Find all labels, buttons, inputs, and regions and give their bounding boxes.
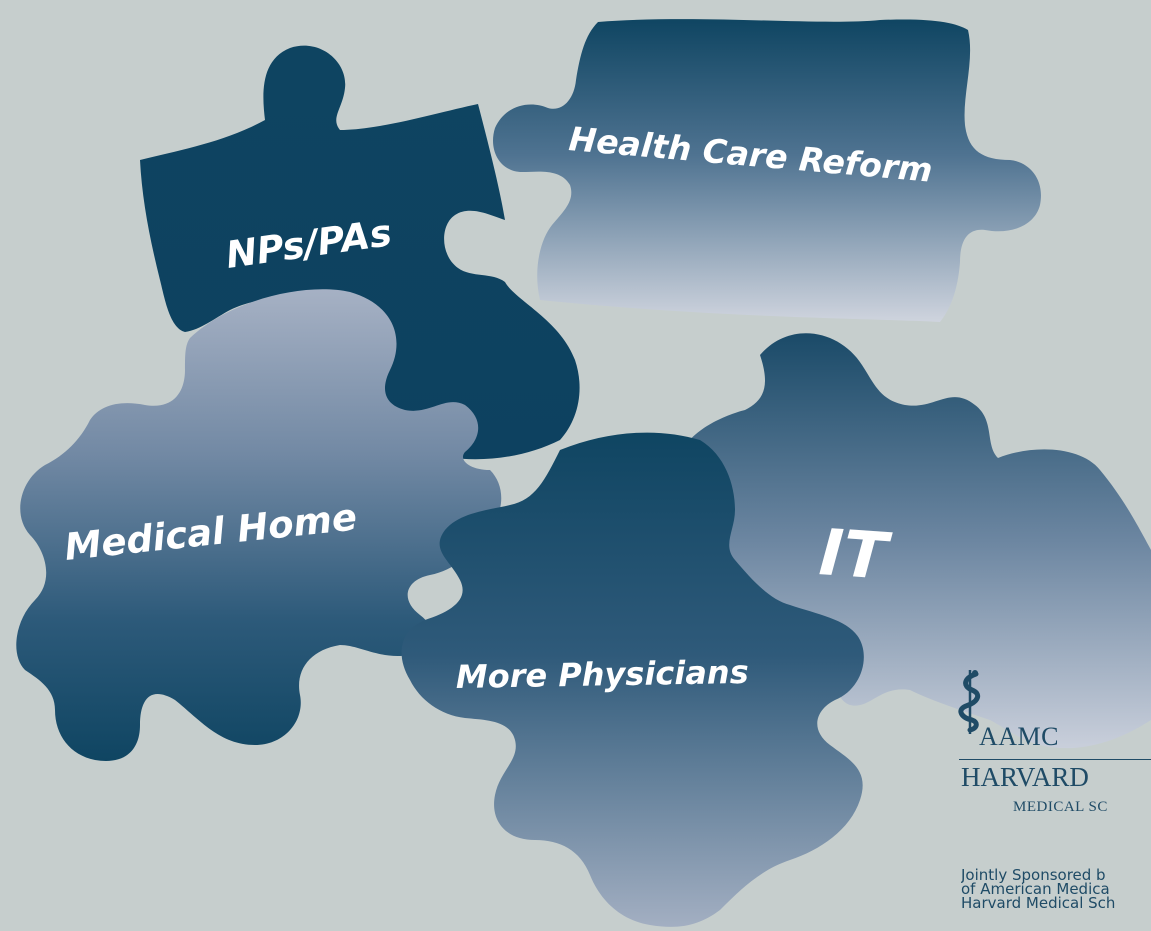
sponsor-logos: AAMC HARVARD MEDICAL SC <box>958 668 1151 828</box>
sponsor-statement: Jointly Sponsored b of American Medica H… <box>961 868 1151 931</box>
logo-divider <box>959 759 1151 760</box>
harvard-logo-text: HARVARD <box>961 762 1089 792</box>
puzzle-piece-nps-pas <box>140 45 580 460</box>
sponsor-line: of American Medica <box>961 880 1110 898</box>
piece-label-it: IT <box>817 516 894 595</box>
piece-label-more-physicians: More Physicians <box>455 653 749 696</box>
sponsor-line: Jointly Sponsored b <box>961 868 1106 884</box>
puzzle-piece-more-physicians <box>401 432 864 927</box>
puzzle-piece-medical-home <box>16 289 502 761</box>
puzzle-piece-it <box>680 333 1151 749</box>
puzzle-piece-health-care-reform <box>493 19 1041 323</box>
medical-school-text: MEDICAL SC <box>1013 799 1108 815</box>
aamc-logo-text: AAMC <box>979 722 1060 751</box>
caduceus-icon <box>958 670 981 734</box>
sponsor-line: Harvard Medical Sch <box>961 894 1116 912</box>
top-edge-mark <box>985 0 1025 4</box>
